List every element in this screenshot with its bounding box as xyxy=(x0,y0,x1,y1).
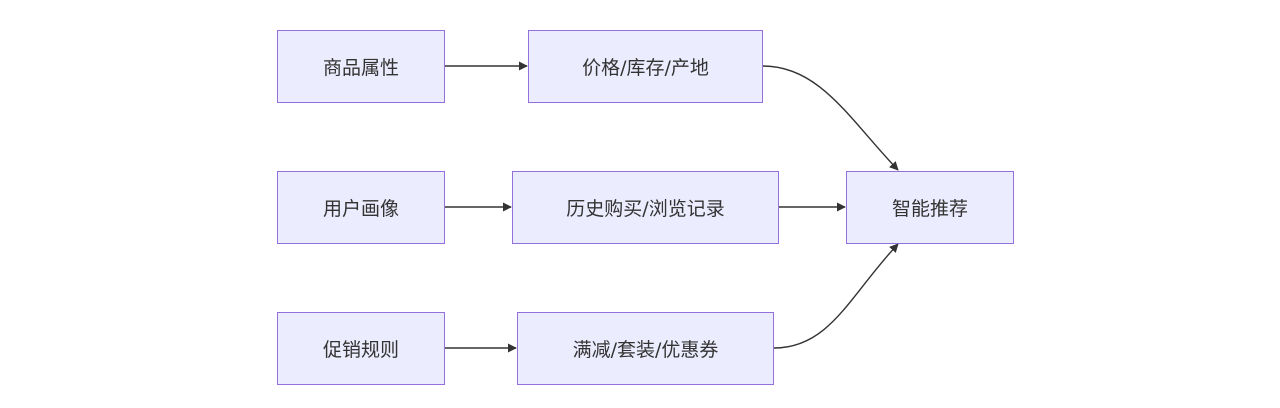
node-discount-bundle-coupon: 满减/套装/优惠券 xyxy=(517,312,774,385)
node-price-stock-origin: 价格/库存/产地 xyxy=(528,30,763,103)
edge-price-to-recommend xyxy=(762,65,899,171)
edge-discount-to-recommend xyxy=(773,243,899,349)
node-promotion-rules: 促销规则 xyxy=(277,312,445,385)
node-product-attributes: 商品属性 xyxy=(277,30,445,103)
node-user-profile: 用户画像 xyxy=(277,171,445,244)
node-smart-recommendation: 智能推荐 xyxy=(846,171,1014,244)
node-purchase-browse-history: 历史购买/浏览记录 xyxy=(512,171,779,244)
